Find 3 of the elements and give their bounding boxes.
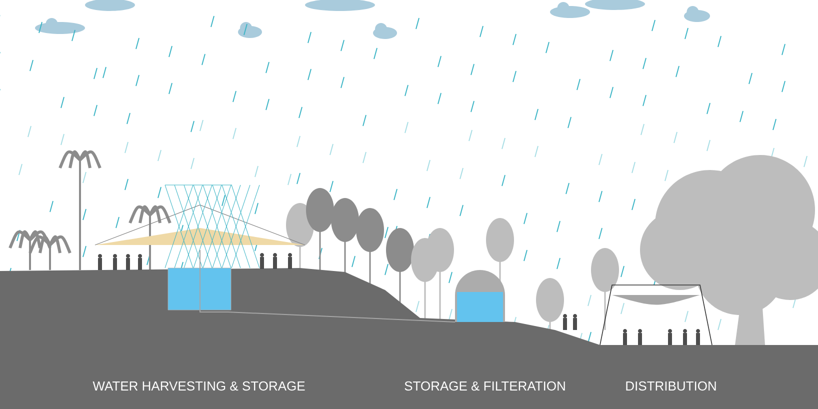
section-label: WATER HARVESTING & STORAGE [92,381,305,391]
section-label: DISTRIBUTION [626,381,716,391]
section-label: STORAGE & FILTERATION [404,381,565,391]
